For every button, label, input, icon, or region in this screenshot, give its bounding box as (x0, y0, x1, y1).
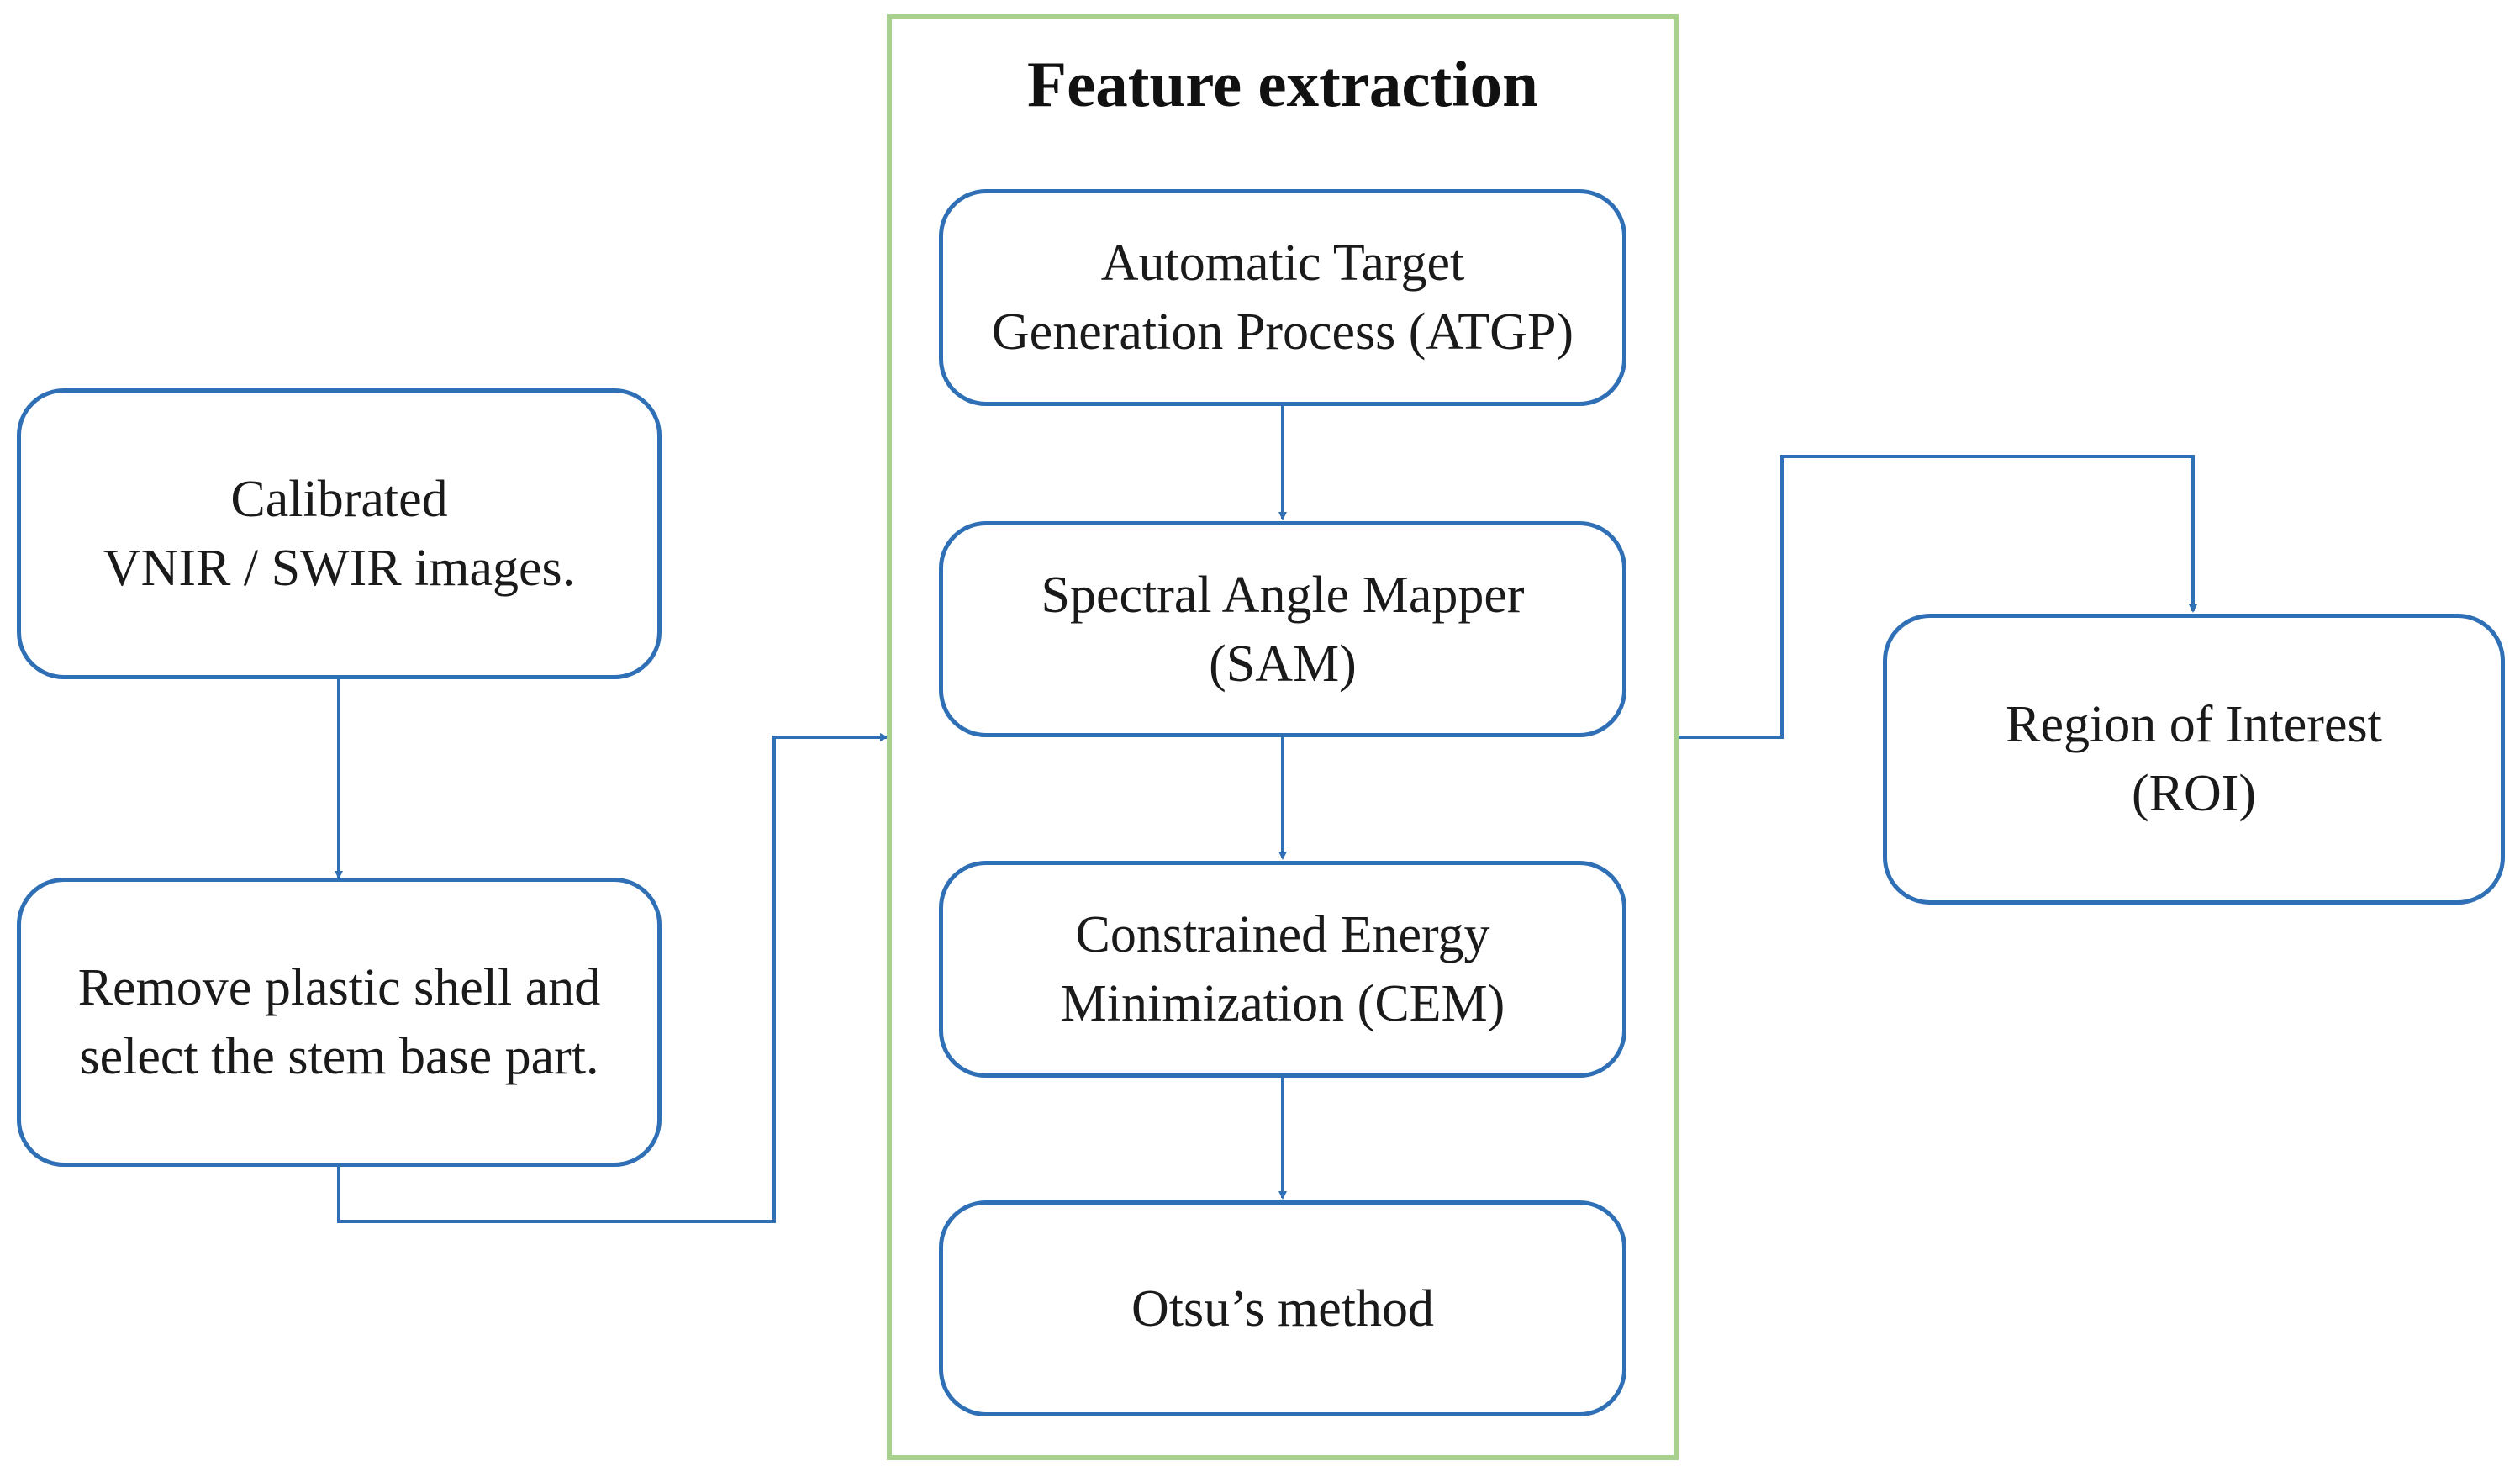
node-atgp: Automatic Target Generation Process (ATG… (939, 189, 1626, 406)
node-region-of-interest-label: Region of Interest (ROI) (2006, 696, 2382, 822)
node-otsu-method: Otsu’s method (939, 1200, 1626, 1416)
node-otsu-method-label: Otsu’s method (1131, 1279, 1434, 1337)
feature-extraction-title: Feature extraction (1027, 48, 1538, 120)
node-remove-plastic-shell: Remove plastic shell and select the stem… (17, 878, 662, 1167)
node-calibrated-images-label: Calibrated VNIR / SWIR images. (103, 471, 576, 597)
feature-extraction-group (887, 14, 1679, 1460)
node-remove-plastic-shell-label: Remove plastic shell and select the stem… (77, 959, 601, 1085)
node-cem: Constrained Energy Minimization (CEM) (939, 861, 1626, 1078)
node-atgp-label: Automatic Target Generation Process (ATG… (991, 235, 1574, 361)
node-sam-label: Spectral Angle Mapper (SAM) (1041, 566, 1525, 693)
node-sam: Spectral Angle Mapper (SAM) (939, 521, 1626, 737)
node-cem-label: Constrained Energy Minimization (CEM) (1060, 906, 1505, 1032)
connector-feature-extraction-to-roi (1679, 455, 2197, 739)
connector-remove-shell-to-feature-extraction (337, 733, 888, 1223)
node-calibrated-images: Calibrated VNIR / SWIR images. (17, 388, 662, 679)
node-region-of-interest: Region of Interest (ROI) (1883, 614, 2505, 905)
